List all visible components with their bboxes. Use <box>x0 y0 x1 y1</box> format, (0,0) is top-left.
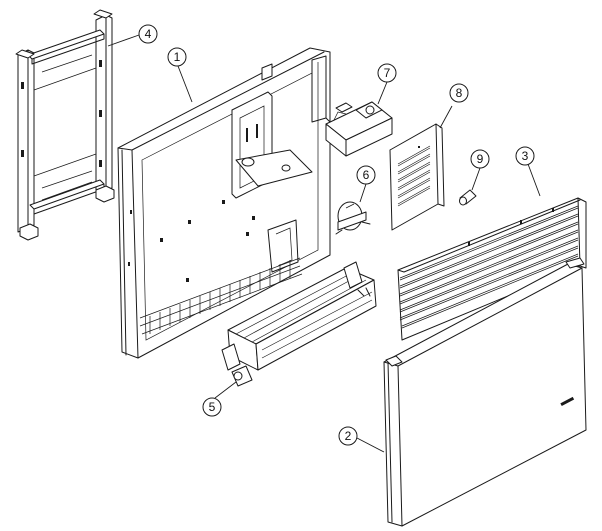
callout-6-label: 6 <box>363 168 370 182</box>
callout-7: 7 <box>377 63 397 83</box>
callout-1-label: 1 <box>174 50 181 64</box>
part-5-heating-element <box>221 261 377 387</box>
callout-8-label: 8 <box>456 86 463 100</box>
part-1-back-housing <box>117 47 331 359</box>
callout-9: 9 <box>470 149 490 169</box>
leader-lines <box>107 34 541 453</box>
leader-6 <box>359 183 367 203</box>
leader-1 <box>177 65 193 103</box>
callout-1: 1 <box>167 47 187 67</box>
callout-9-label: 9 <box>477 152 484 166</box>
callout-2-label: 2 <box>345 429 352 443</box>
leader-9 <box>471 167 481 191</box>
callout-7-label: 7 <box>384 66 391 80</box>
part-6-thermal-cutout <box>335 201 371 235</box>
callout-5-label: 5 <box>209 400 216 414</box>
part-2-front-cover <box>383 257 587 527</box>
part-7-control-module <box>325 101 393 157</box>
housing-bottom-louvres <box>139 257 303 335</box>
callout-2: 2 <box>338 426 358 446</box>
callout-4-label: 4 <box>145 27 152 41</box>
leader-3 <box>527 163 541 197</box>
leader-2 <box>356 437 385 453</box>
leader-8 <box>439 105 453 129</box>
callout-3-label: 3 <box>522 149 529 163</box>
part-4-wall-bracket <box>15 9 115 241</box>
leader-5 <box>214 381 237 399</box>
part-9-pin <box>459 189 477 206</box>
leader-4 <box>107 34 140 47</box>
part-3-outlet-grille <box>397 197 587 341</box>
callout-4: 4 <box>138 24 158 44</box>
callout-6: 6 <box>356 165 376 185</box>
callout-8: 8 <box>449 83 469 103</box>
part-8-grille-plate <box>389 123 445 231</box>
callout-5: 5 <box>202 397 222 417</box>
callout-3: 3 <box>515 146 535 166</box>
leader-7 <box>377 81 388 105</box>
